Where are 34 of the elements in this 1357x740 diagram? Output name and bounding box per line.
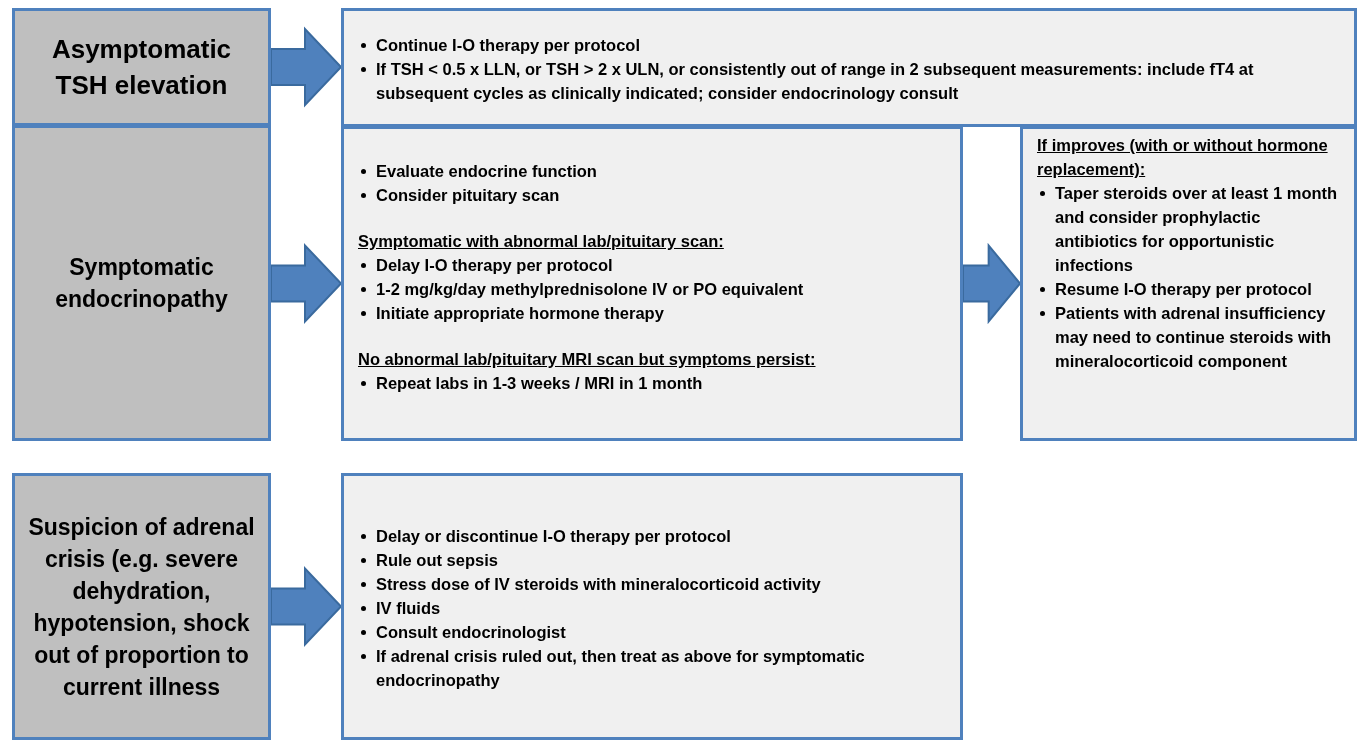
action-box — [341, 8, 1357, 127]
bullet-item: Evaluate endocrine function — [376, 162, 597, 180]
section-heading: Symptomatic with abnormal lab/pituitary scan: — [358, 231, 725, 252]
bullet-item: Initiate appropriate hormone therapy — [376, 304, 664, 322]
bullet-item: If TSH < 0.5 x LLN, or TSH > 2 x ULN, or consistently out of range in 2 subsequent measurements: include fT4 at subsequent cycles as clinically indicated; consider endocrinology consult — [376, 60, 1254, 102]
category-box — [12, 8, 271, 126]
bullet-item: Repeat labs in 1-3 weeks / MRI in 1 month — [376, 374, 703, 392]
bullet-item: Stress dose of IV steroids with mineralocorticoid activity — [376, 575, 821, 593]
block-arrow — [270, 566, 343, 647]
block-arrow — [270, 26, 343, 108]
bullet-item: Resume I-O therapy per protocol — [1055, 280, 1312, 298]
category-label: Symptomatic endocrinopathy — [54, 253, 229, 314]
category-label: Suspicion of adrenal crisis (e.g. severe dehydration, hypotension, shock out of proportion to current illness — [27, 512, 256, 702]
bullet-item: 1-2 mg/kg/day methylprednisolone IV or PO equivalent — [376, 280, 804, 298]
bullet-item: Delay or discontinue I-O therapy per protocol — [376, 527, 731, 545]
block-arrow — [962, 242, 1022, 325]
bullet-item: Taper steroids over at least 1 month and consider prophylactic antibiotics for opportunistic infections — [1055, 184, 1338, 274]
bullet-item: Rule out sepsis — [376, 551, 498, 569]
action-box — [1020, 126, 1357, 441]
section-heading: No abnormal lab/pituitary MRI scan but symptoms persist: — [358, 349, 817, 370]
bullet-item: Delay I-O therapy per protocol — [376, 256, 613, 274]
bullet-item: Patients with adrenal insufficiency may need to continue steroids with mineralocorticoid component — [1055, 304, 1331, 370]
action-box — [341, 126, 963, 441]
bullet-item: If adrenal crisis ruled out, then treat as above for symptomatic endocrinopathy — [376, 647, 865, 689]
bullet-item: Continue I-O therapy per protocol — [376, 36, 640, 54]
category-label: Asymptomatic TSH elevation — [50, 33, 233, 102]
bullet-item: IV fluids — [376, 599, 441, 617]
action-box — [341, 473, 963, 740]
section-heading: If improves (with or without hormone replacement): — [1037, 135, 1329, 180]
bullet-item: Consider pituitary scan — [376, 186, 560, 204]
block-arrow — [270, 243, 343, 324]
category-box — [12, 473, 271, 740]
bullet-item: Consult endocrinologist — [376, 623, 566, 641]
category-box — [12, 125, 271, 441]
